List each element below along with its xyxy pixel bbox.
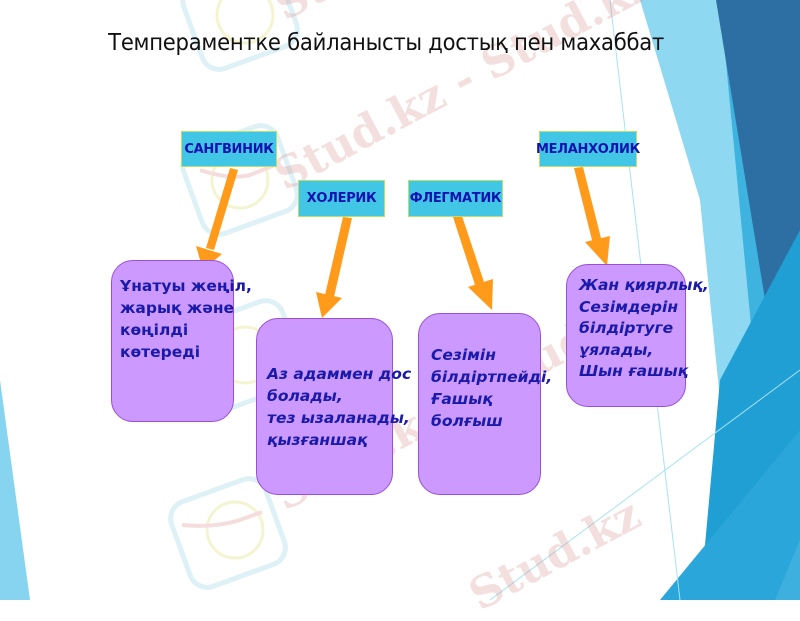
hummingbird-logo-icon xyxy=(180,0,300,72)
arrow-choleric xyxy=(316,217,352,318)
card-line: қызғаншақ xyxy=(267,431,368,449)
card-line: ұялады, xyxy=(579,340,654,359)
card-line: Ғашық xyxy=(431,390,493,408)
card-line: көтереді xyxy=(120,343,201,361)
card-line: Жан қиярлық, xyxy=(579,276,709,294)
card-line: болғыш xyxy=(431,412,503,430)
card-sanguine: Ұнатуы жеңіл, жарық және көңілді көтеред… xyxy=(111,260,252,422)
label-phlegmatic: ФЛЕГМАТИК xyxy=(408,180,503,217)
arrow-phlegmatic xyxy=(453,216,493,310)
background-decoration xyxy=(0,0,800,600)
card-line: Сезімдерін xyxy=(579,297,679,316)
card-line: болады, xyxy=(267,387,343,405)
slide-title: Темпераментке байланысты достық пен маха… xyxy=(108,30,664,56)
label-choleric: ХОЛЕРИК xyxy=(298,180,385,217)
card-line: білдіртуге xyxy=(579,319,674,337)
arrow-melancholic xyxy=(574,167,610,266)
card-line: көңілді xyxy=(120,321,189,339)
card-line: Сезімін xyxy=(431,346,496,364)
right-facet-dark xyxy=(716,0,800,330)
left-accent-shape xyxy=(0,380,30,600)
label-sanguine: САНГВИНИК xyxy=(181,131,277,167)
card-line: жарық және xyxy=(120,299,235,317)
card-line: Аз адаммен дос xyxy=(267,365,412,383)
card-line: білдіртпейді, xyxy=(431,368,553,386)
card-line: Шын ғашық xyxy=(579,362,689,380)
card-line: Ұнатуы жеңіл, xyxy=(120,277,252,295)
card-melancholic: Жан қиярлық, Сезімдерін білдіртуге ұялад… xyxy=(566,264,709,407)
card-line: тез ызаланады, xyxy=(267,409,410,427)
card-choleric: Аз адаммен дос болады, тез ызаланады, қы… xyxy=(256,318,412,495)
label-melancholic: МЕЛАНХОЛИК xyxy=(536,131,640,167)
card-phlegmatic: Сезімін білдіртпейді, Ғашық болғыш xyxy=(418,313,553,495)
